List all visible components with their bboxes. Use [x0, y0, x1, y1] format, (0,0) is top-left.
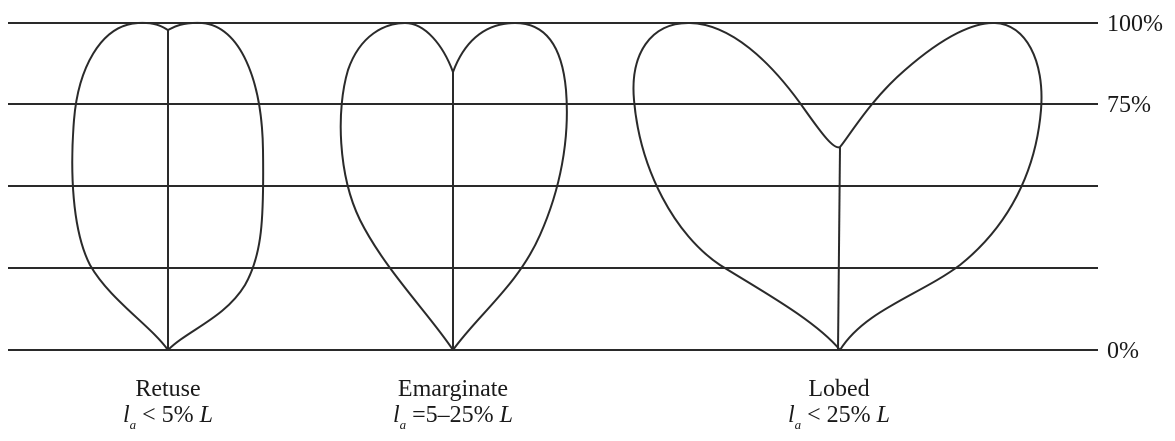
formula-symbol: l — [393, 402, 400, 428]
formula-reference: L — [500, 402, 513, 428]
formula-subscript: a — [400, 417, 407, 432]
formula-symbol: l — [123, 402, 130, 428]
shape-name: Lobed — [719, 376, 959, 402]
shape-name: Retuse — [48, 376, 288, 402]
formula-subscript: a — [130, 417, 137, 432]
caption-retuse: Retuse la < 5% L — [48, 376, 288, 429]
level-label-0: 0% — [1107, 339, 1139, 363]
caption-emarginate: Emarginate la =5–25% L — [333, 376, 573, 429]
shape-formula: la < 5% L — [48, 402, 288, 428]
shape-formula: la < 25% L — [719, 402, 959, 428]
formula-reference: L — [877, 402, 890, 428]
shape-formula: la =5–25% L — [333, 402, 573, 428]
level-label-100: 100% — [1107, 12, 1163, 36]
caption-lobed: Lobed la < 25% L — [719, 376, 959, 429]
shape-name: Emarginate — [333, 376, 573, 402]
level-label-75: 75% — [1107, 93, 1151, 117]
formula-reference: L — [200, 402, 213, 428]
formula-relation: < 25% — [807, 402, 871, 428]
lobed-midrib — [838, 147, 840, 350]
formula-subscript: a — [795, 417, 802, 432]
formula-relation: < 5% — [142, 402, 194, 428]
formula-symbol: l — [788, 402, 795, 428]
formula-relation: =5–25% — [412, 402, 494, 428]
